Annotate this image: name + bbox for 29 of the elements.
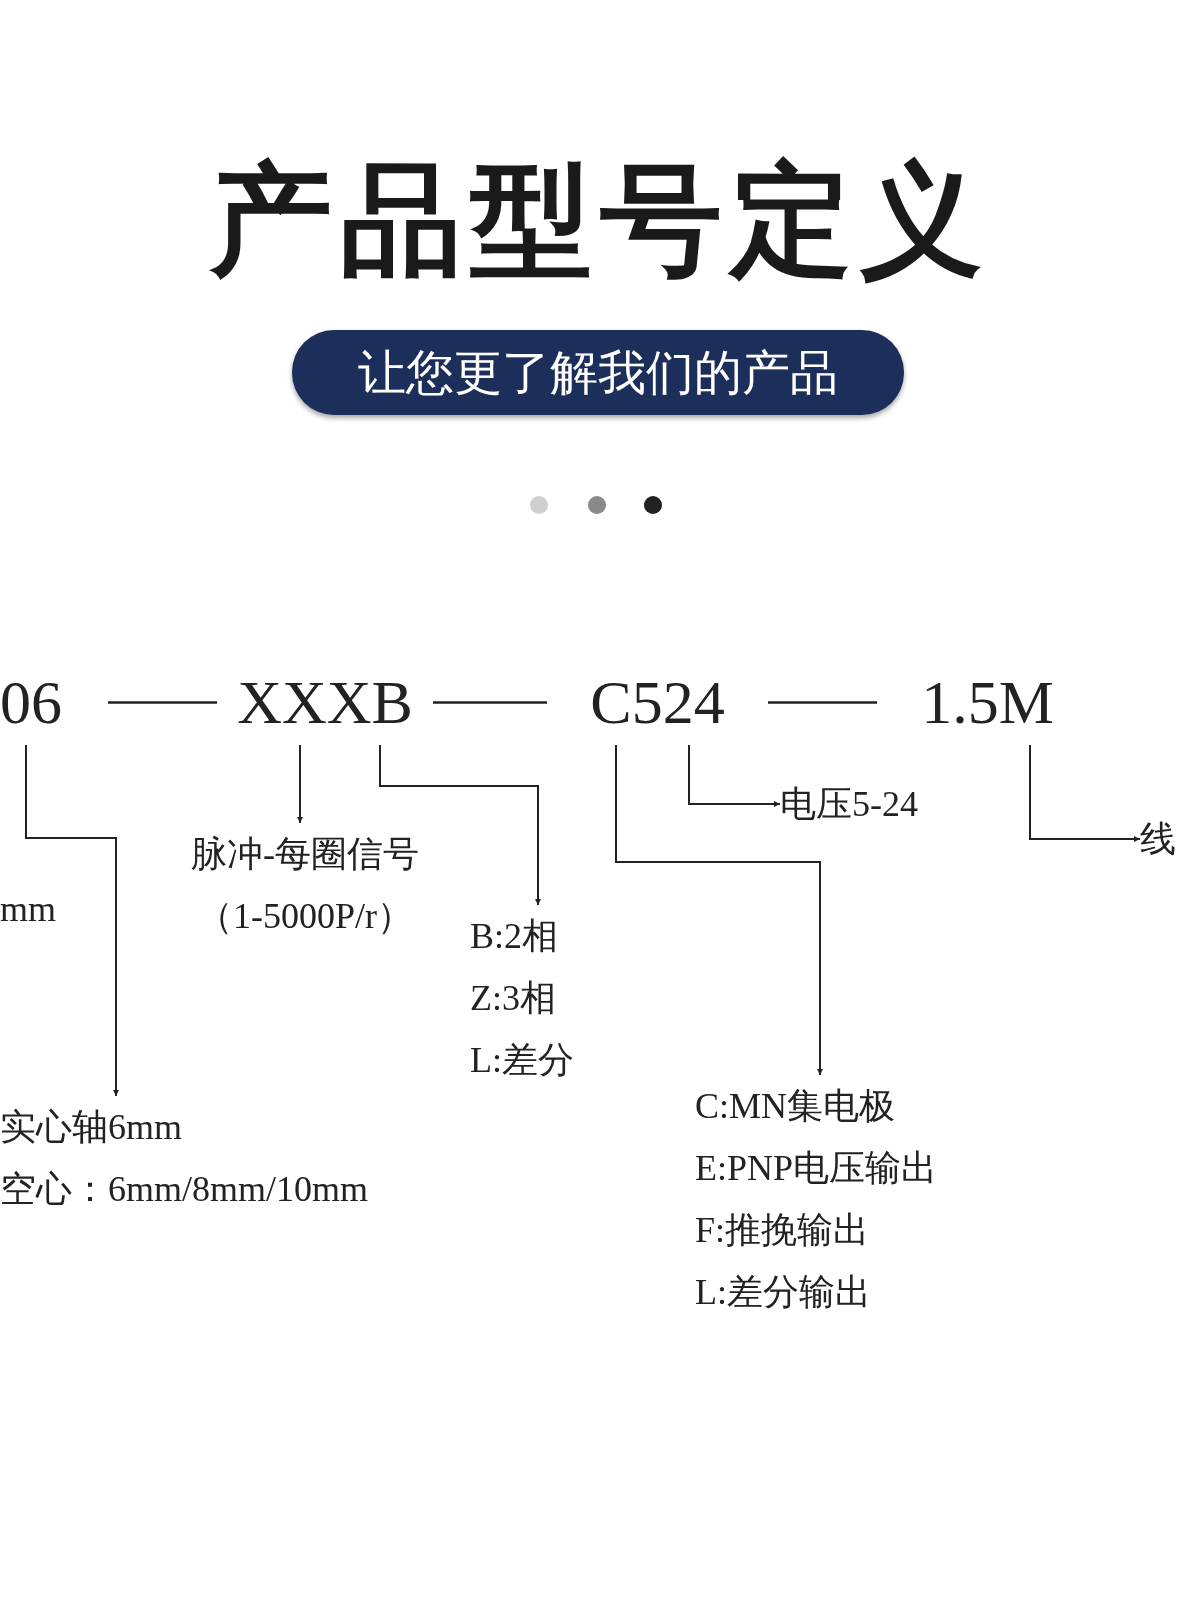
- description-line: B:2相: [470, 915, 559, 958]
- code-description: 电压5-24: [780, 780, 970, 828]
- model-code-part: XXXB: [235, 660, 415, 745]
- description-line: C:MN集电极: [695, 1085, 897, 1128]
- model-code-part: C524: [565, 660, 750, 745]
- subtitle-pill: 让您更了解我们的产品: [292, 330, 904, 415]
- arrow: [379, 744, 541, 906]
- arrow: [297, 744, 303, 824]
- connector-line: [433, 701, 547, 704]
- connector-line: [768, 701, 877, 704]
- description-line: 实心轴6mm: [0, 1106, 183, 1149]
- unit-label: mm: [0, 888, 56, 930]
- arrow: [1029, 744, 1141, 842]
- description-line: （1-5000P/r）: [196, 895, 414, 938]
- page-title: 产品型号定义: [208, 148, 991, 293]
- description-line: L:差分: [470, 1039, 575, 1082]
- description-line: F:推挽输出: [695, 1209, 871, 1252]
- arrow: [25, 744, 119, 1097]
- description-line: L:差分输出: [695, 1271, 872, 1314]
- arrow: [688, 744, 781, 807]
- description-line: 空心：6mm/8mm/10mm: [0, 1168, 369, 1211]
- description-line: 脉冲-每圈信号: [190, 833, 420, 876]
- description-line: E:PNP电压输出: [695, 1147, 939, 1190]
- connector-line: [108, 701, 217, 704]
- arrow: [615, 744, 823, 1076]
- model-code-part: 06: [0, 660, 90, 745]
- model-code-part: 1.5M: [895, 660, 1080, 745]
- code-description: 线: [1140, 815, 1190, 863]
- description-line: Z:3相: [470, 977, 557, 1020]
